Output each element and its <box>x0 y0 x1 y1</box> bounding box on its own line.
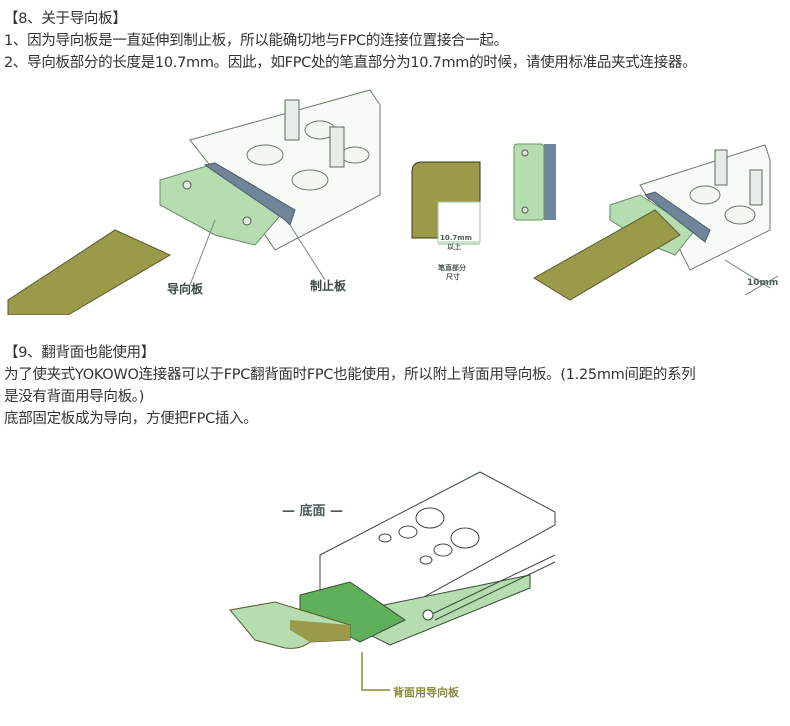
section-9-heading: 【9、翻背面也能使用】 <box>4 345 155 361</box>
guide-plate-front-view <box>513 143 556 221</box>
connector-guide-plate-figure <box>7 89 381 315</box>
screw-icon <box>521 149 529 157</box>
spring-icon <box>284 99 345 168</box>
straight-section-diagram <box>411 161 481 245</box>
dim-text-above: 以上 <box>447 243 461 251</box>
fpc-strip <box>7 229 172 315</box>
section-9-line-3: 底部固定板成为导向，方便把FPC插入。 <box>4 411 258 427</box>
bottom-view-figure <box>229 471 556 691</box>
label-back-guide-plate: 背面用导向板 <box>393 686 459 699</box>
section-9-line-1: 为了使夹式YOKOWO连接器可以于FPC翻背面时FPC也能使用，所以附上背面用导… <box>4 367 696 383</box>
back-guide-plate <box>299 581 406 643</box>
caption-size: 尺寸 <box>446 273 460 281</box>
section-9-line-2: 是没有背面用导向板。) <box>4 389 145 405</box>
dim-text-10-7mm: 10.7mm <box>440 234 472 242</box>
fpc-strip <box>533 209 681 301</box>
screw-icon <box>521 206 529 214</box>
bottom-view-title: — 底面 — <box>282 504 344 519</box>
dim-10mm: 10mm <box>747 278 779 288</box>
stopper-plate <box>203 162 296 226</box>
label-guide-plate: 导向板 <box>167 282 204 296</box>
connector-with-fpc-figure <box>533 144 779 301</box>
label-stopper-plate: 制止板 <box>310 279 347 293</box>
section-8-line-1: 1、因为导向板是一直延伸到制止板，所以能确切地与FPC的连接位置接合一起。 <box>4 33 508 49</box>
spring-icon <box>749 169 763 206</box>
section-8-heading: 【8、关于导向板】 <box>4 11 127 27</box>
section-8-line-2: 2、导向板部分的长度是10.7mm。因此，如FPC处的笔直部分为10.7mm的时… <box>4 55 697 71</box>
spring-icon <box>714 149 728 186</box>
caption-straight-part: 笔直部分 <box>438 264 466 272</box>
